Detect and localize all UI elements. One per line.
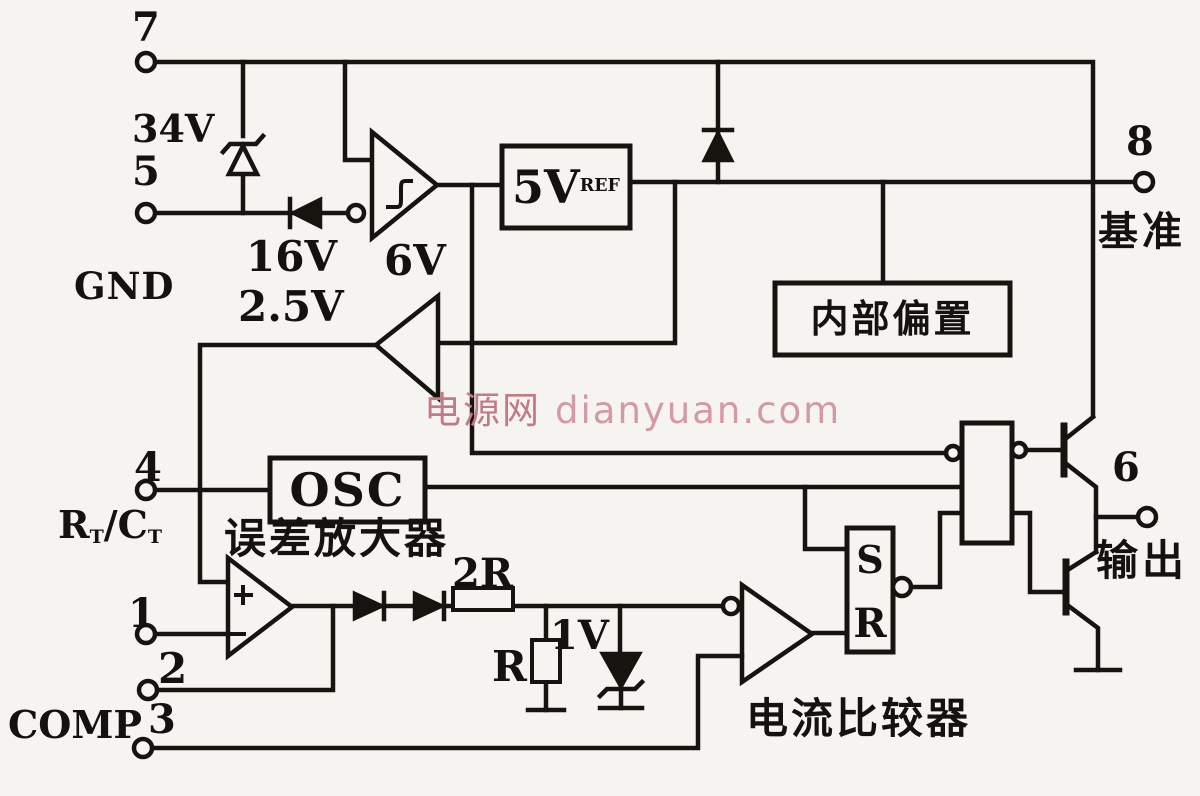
pin-7-terminal <box>134 50 158 74</box>
watermark-cn-text: 电源网 <box>424 389 541 432</box>
blocking-diode-icon <box>701 128 735 163</box>
output-node-wire <box>1093 514 1139 555</box>
error-amp-label: 误差放大器 <box>224 514 450 563</box>
current-comparator-icon <box>739 580 816 687</box>
pin-8-label: 8 <box>1126 118 1154 165</box>
latch-output-bubble-icon <box>890 575 914 599</box>
comp-feedback-wire <box>155 603 336 693</box>
hysteresis-icon <box>386 179 413 209</box>
vcc-sense-wire <box>342 59 375 163</box>
vref-sub-text: REF <box>579 176 620 197</box>
series-diode1-icon <box>352 590 387 622</box>
pin-3-label: 3 <box>148 696 176 743</box>
zener-34v-icon <box>225 140 261 177</box>
diode-16v-label: 16V <box>246 232 338 281</box>
error-amp-icon <box>225 553 296 661</box>
series-diode2-icon <box>412 590 447 622</box>
pin-4-label: 4 <box>134 444 162 491</box>
pin-8-terminal <box>1132 170 1156 194</box>
sr-latch-box <box>844 525 896 655</box>
npn-upper-emitter-icon <box>1060 458 1099 520</box>
output-cn-label: 输出 <box>1096 536 1189 585</box>
watermark-en-text: dianyuan.com <box>555 389 842 432</box>
nor-gate-box <box>959 420 1015 546</box>
watermark: 电源网 dianyuan.com <box>424 380 841 434</box>
plus-sign-icon <box>234 585 253 605</box>
res-r-label: R <box>492 642 527 691</box>
bias-box <box>772 280 1013 358</box>
rt-sub-text: T <box>89 525 104 548</box>
pin-5-label: 5 <box>132 148 160 195</box>
latch-output-wire <box>908 510 965 590</box>
rtct-label: RT/CT <box>58 506 162 547</box>
gnd-label: GND <box>74 264 175 308</box>
pin-3-terminal <box>131 736 155 760</box>
ref-buffer-icon <box>372 291 441 403</box>
nor-input-bubble-icon <box>943 443 963 463</box>
ref-cn-label: 基准 <box>1098 208 1186 255</box>
diode-16v-icon <box>288 196 323 230</box>
pin-4-terminal <box>134 478 158 502</box>
isense-wire <box>149 653 745 751</box>
uvlo-6v-label: 6V <box>384 236 446 285</box>
resistor-r-icon <box>530 638 562 684</box>
zener-1v-icon <box>599 651 643 691</box>
comparator-input-bubble-icon <box>720 595 742 617</box>
comp-label: COMP <box>8 702 142 747</box>
current-comparator-label: 电流比较器 <box>746 694 972 743</box>
zener-1v-label: 1V <box>550 612 609 659</box>
uvlo-gate-wire <box>469 182 949 456</box>
vref-main-text: 5V <box>512 160 580 214</box>
osc-latch-set-wire <box>802 484 850 552</box>
latch-s-label: S <box>856 537 884 582</box>
npn-upper-collector-icon <box>1060 413 1097 444</box>
resistor-2r-icon <box>451 586 515 612</box>
zener-34v-bar-icon <box>219 132 267 156</box>
vref-box <box>499 143 633 231</box>
osc-box-label: OSC <box>289 463 406 517</box>
pin-5-terminal <box>134 201 158 225</box>
zener-34v-label: 34V <box>132 106 215 151</box>
nor-to-lower-base-wire <box>1009 510 1067 595</box>
vcc-rail-wire <box>152 59 1096 419</box>
pin-6-terminal <box>1135 505 1159 529</box>
zener-1v-bar-icon <box>596 678 646 700</box>
npn-lower-collector-icon <box>1062 548 1100 575</box>
latch-r-label: R <box>853 600 887 647</box>
pin-1-terminal <box>134 622 158 646</box>
uvlo-input-bubble-icon <box>345 202 367 224</box>
ref-buffer-out-wire <box>197 342 379 585</box>
npn-lower-emitter-icon <box>1062 600 1101 673</box>
pin-6-label: 6 <box>1112 444 1140 491</box>
bias-box-label: 内部偏置 <box>810 296 975 341</box>
pin-1-label: 1 <box>128 590 156 637</box>
ref-2v5-label: 2.5V <box>238 282 344 331</box>
zener-1v-wire <box>617 603 624 711</box>
pin-2-terminal <box>136 678 160 702</box>
ref-divider-wire <box>435 179 678 346</box>
res-2r-label: 2R <box>452 550 514 597</box>
rt-text: R <box>58 502 90 547</box>
ct-sub-text: T <box>147 525 162 548</box>
uvlo-comparator-icon <box>369 127 441 243</box>
osc-box <box>267 455 428 525</box>
pin-7-label: 7 <box>132 4 160 51</box>
pin-2-label: 2 <box>158 644 188 693</box>
ct-text: /C <box>103 502 148 547</box>
